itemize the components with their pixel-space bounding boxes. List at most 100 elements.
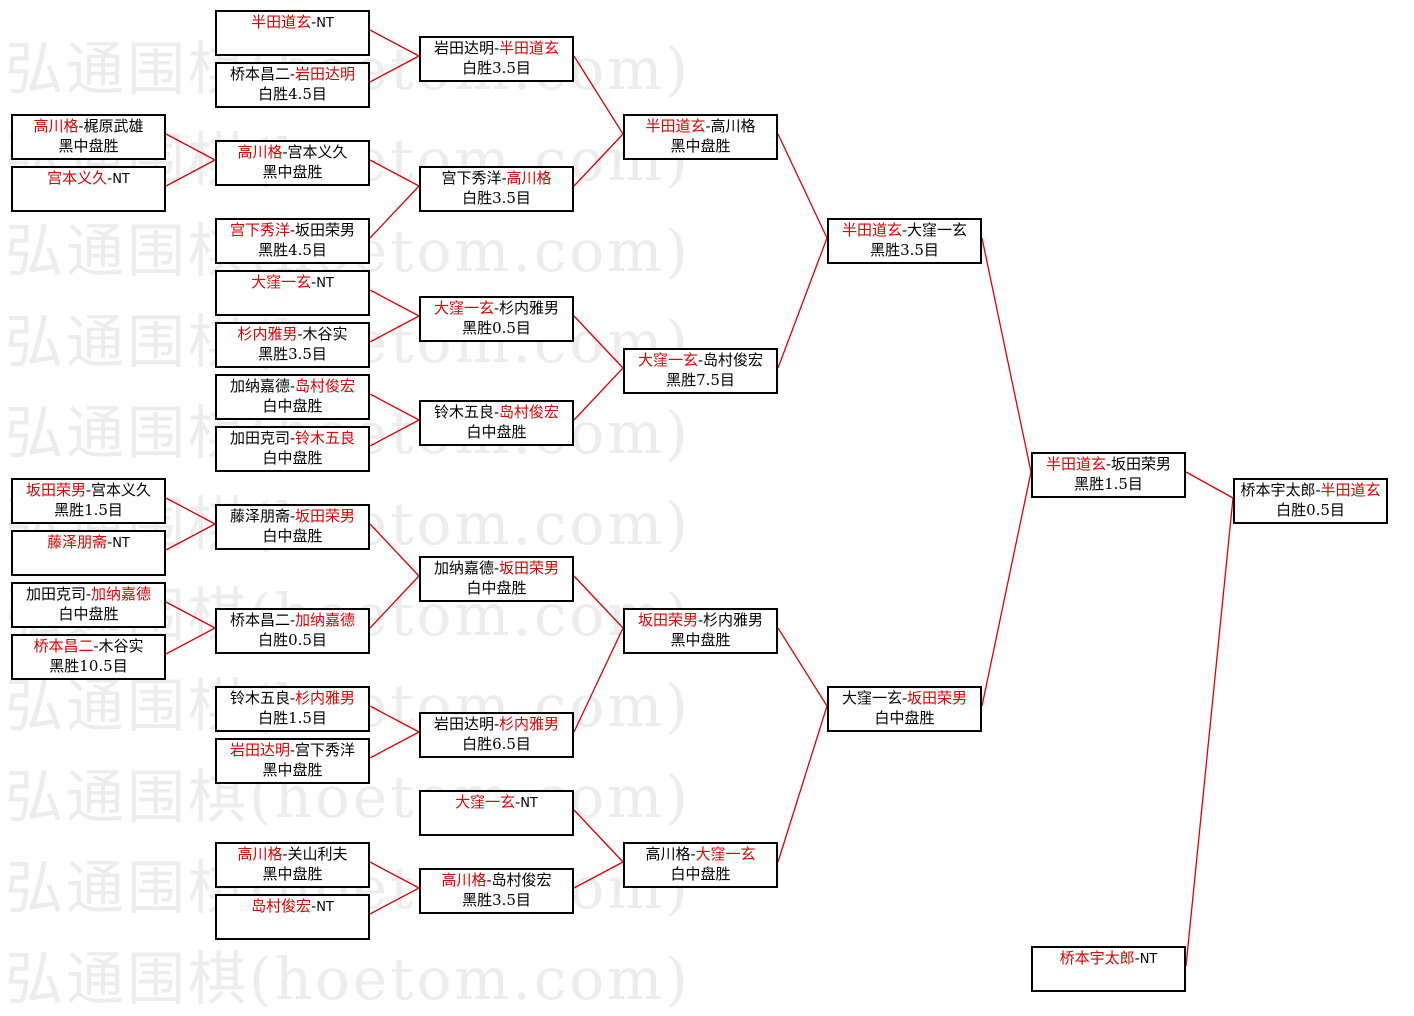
- player-two: 坂田荣男: [295, 221, 356, 239]
- match-players: 藤泽朋斋-坂田荣男: [217, 506, 368, 526]
- match-players: 铃木五良-杉内雅男: [217, 688, 368, 708]
- player-one: 桥本宇太郎: [1059, 949, 1135, 967]
- match-players: 高川格-岛村俊宏: [421, 870, 572, 890]
- match-result: 白胜1.5目: [258, 709, 327, 727]
- match-players: 大窪一玄-杉内雅男: [421, 298, 572, 318]
- match-result: 白胜3.5目: [462, 59, 531, 77]
- player-one: 桥本昌二: [229, 65, 290, 83]
- player-separator: -: [1315, 481, 1321, 499]
- match-players: 岩田达明-宫下秀洋: [217, 740, 368, 760]
- match-box: 大窪一玄-岛村俊宏黑胜7.5目: [623, 348, 778, 394]
- connector-line: [369, 289, 420, 317]
- match-result: 白胜0.5目: [1276, 501, 1345, 519]
- match-result: [217, 292, 368, 312]
- match-players: 岩田达明-杉内雅男: [421, 714, 572, 734]
- player-one: 铃木五良: [229, 689, 290, 707]
- player-one: 大窪一玄: [433, 299, 494, 317]
- player-one: 半田道玄: [251, 13, 312, 31]
- connector-line: [573, 367, 624, 421]
- player-one: 加田克司: [25, 585, 86, 603]
- player-two: NT: [112, 172, 130, 187]
- player-separator: -: [289, 689, 296, 707]
- match-box: 宫下秀洋-坂田荣男黑胜4.5目: [215, 218, 370, 264]
- player-one: 岩田达明: [229, 741, 290, 759]
- match-players: 加田克司-加纳嘉德: [13, 584, 164, 604]
- match-players: 半田道玄-高川格: [625, 116, 776, 136]
- match-result: 黑中盘胜: [262, 761, 323, 779]
- player-two: NT: [1139, 952, 1158, 967]
- match-result: [217, 916, 368, 936]
- match-players: 加纳嘉德-坂田荣男: [421, 558, 572, 578]
- player-two: 木谷实: [98, 637, 144, 655]
- player-two: 木谷实: [302, 325, 348, 343]
- match-box: 桥本宇太郎-NT: [1031, 946, 1186, 992]
- match-result: 白中盘胜: [466, 423, 527, 441]
- match-result: 白胜6.5目: [462, 735, 531, 753]
- player-two: 坂田荣男: [907, 689, 968, 707]
- match-box: 铃木五良-岛村俊宏白中盘胜: [419, 400, 574, 446]
- match-players: 半田道玄-大窪一玄: [829, 220, 980, 240]
- match-box: 桥本昌二-木谷实黑胜10.5目: [11, 634, 166, 680]
- match-players: 桥本昌二-加纳嘉德: [217, 610, 368, 630]
- match-box: 藤泽朋斋-NT: [11, 530, 166, 576]
- match-players: 岛村俊宏-NT: [217, 896, 368, 916]
- match-result: 黑胜0.5目: [462, 319, 531, 337]
- player-separator: -: [1105, 455, 1112, 473]
- player-one: 桥本昌二: [229, 611, 290, 629]
- player-two: 岩田达明: [295, 65, 356, 83]
- match-box: 铃木五良-杉内雅男白胜1.5目: [215, 686, 370, 732]
- player-separator: -: [289, 507, 296, 525]
- player-one: 桥本宇太郎: [1240, 481, 1316, 499]
- match-box: 高川格-大窪一玄白中盘胜: [623, 842, 778, 888]
- player-separator: -: [289, 429, 296, 447]
- match-players: 坂田荣男-宫本义久: [13, 480, 164, 500]
- match-result: 白胜0.5目: [258, 631, 327, 649]
- match-box: 半田道玄-高川格黑中盘胜: [623, 114, 778, 160]
- match-box: 桥本宇太郎-半田道玄白胜0.5目: [1233, 478, 1388, 524]
- match-box: 加田克司-加纳嘉德白中盘胜: [11, 582, 166, 628]
- connector-line: [573, 315, 624, 369]
- player-separator: -: [493, 715, 500, 733]
- player-separator: -: [85, 481, 92, 499]
- player-separator: -: [493, 39, 500, 57]
- connector-line: [165, 523, 216, 551]
- player-one: 高川格: [645, 845, 691, 863]
- player-separator: -: [311, 13, 317, 31]
- connector-line: [1185, 497, 1234, 967]
- match-players: 高川格-关山利夫: [217, 844, 368, 864]
- player-two: 宫本义久: [91, 481, 152, 499]
- player-one: 岩田达明: [433, 39, 494, 57]
- player-one: 桥本昌二: [33, 637, 94, 655]
- player-one: 坂田荣男: [637, 611, 698, 629]
- match-players: 岩田达明-半田道玄: [421, 38, 572, 58]
- match-result: 黑中盘胜: [58, 137, 119, 155]
- player-separator: -: [289, 65, 296, 83]
- connector-line: [1185, 471, 1234, 499]
- player-two: NT: [316, 276, 334, 291]
- match-players: 桥本昌二-木谷实: [13, 636, 164, 656]
- player-one: 岩田达明: [433, 715, 494, 733]
- match-players: 加纳嘉德-岛村俊宏: [217, 376, 368, 396]
- player-separator: -: [705, 117, 711, 135]
- player-one: 半田道玄: [841, 221, 902, 239]
- player-two: 宫下秀洋: [295, 741, 356, 759]
- connector-line: [573, 133, 624, 187]
- connector-line: [369, 887, 420, 915]
- match-box: 宫下秀洋-高川格白胜3.5目: [419, 166, 574, 212]
- player-separator: -: [311, 897, 317, 915]
- player-one: 岛村俊宏: [251, 897, 312, 915]
- player-two: 岛村俊宏: [295, 377, 356, 395]
- player-separator: -: [289, 377, 296, 395]
- player-two: 岛村俊宏: [499, 403, 560, 421]
- player-separator: -: [93, 637, 99, 655]
- player-separator: -: [78, 117, 84, 135]
- connector-line: [165, 159, 216, 187]
- player-separator: -: [493, 559, 500, 577]
- player-separator: -: [282, 143, 288, 161]
- match-box: 岛村俊宏-NT: [215, 894, 370, 940]
- player-two: 大窪一玄: [695, 845, 756, 863]
- match-box: 岩田达明-半田道玄白胜3.5目: [419, 36, 574, 82]
- connector-line: [165, 627, 216, 655]
- match-box: 高川格-岛村俊宏黑胜3.5目: [419, 868, 574, 914]
- player-separator: -: [1134, 949, 1140, 967]
